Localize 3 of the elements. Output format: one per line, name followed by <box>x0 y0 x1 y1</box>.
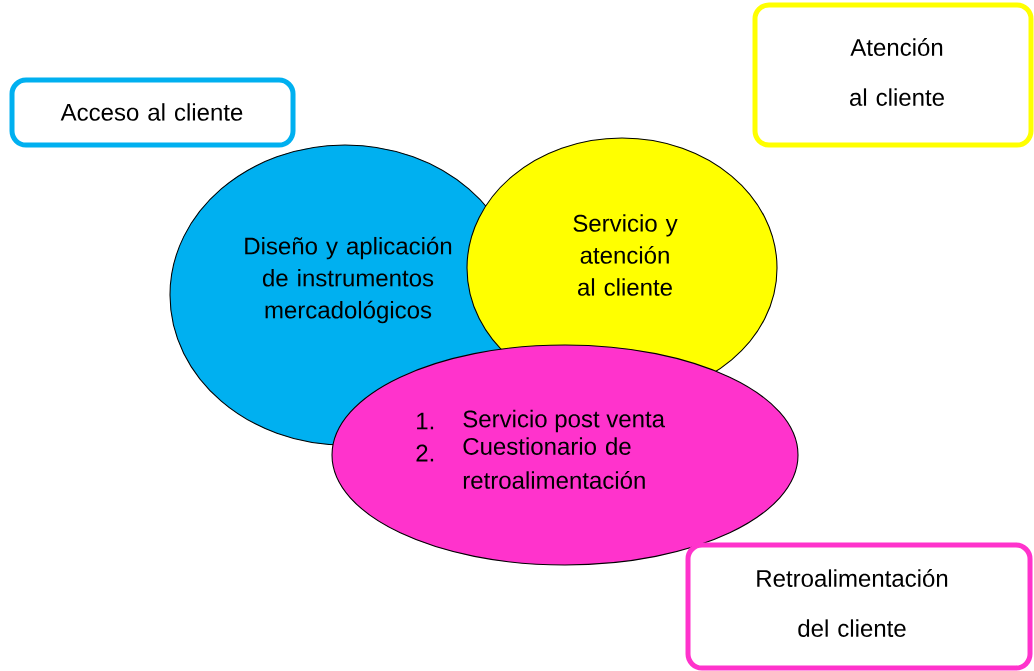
label-box: Atención al cliente <box>752 2 1034 148</box>
label-box: Retroalimentación del cliente <box>685 542 1033 671</box>
label-box: Acceso al cliente <box>9 77 296 148</box>
